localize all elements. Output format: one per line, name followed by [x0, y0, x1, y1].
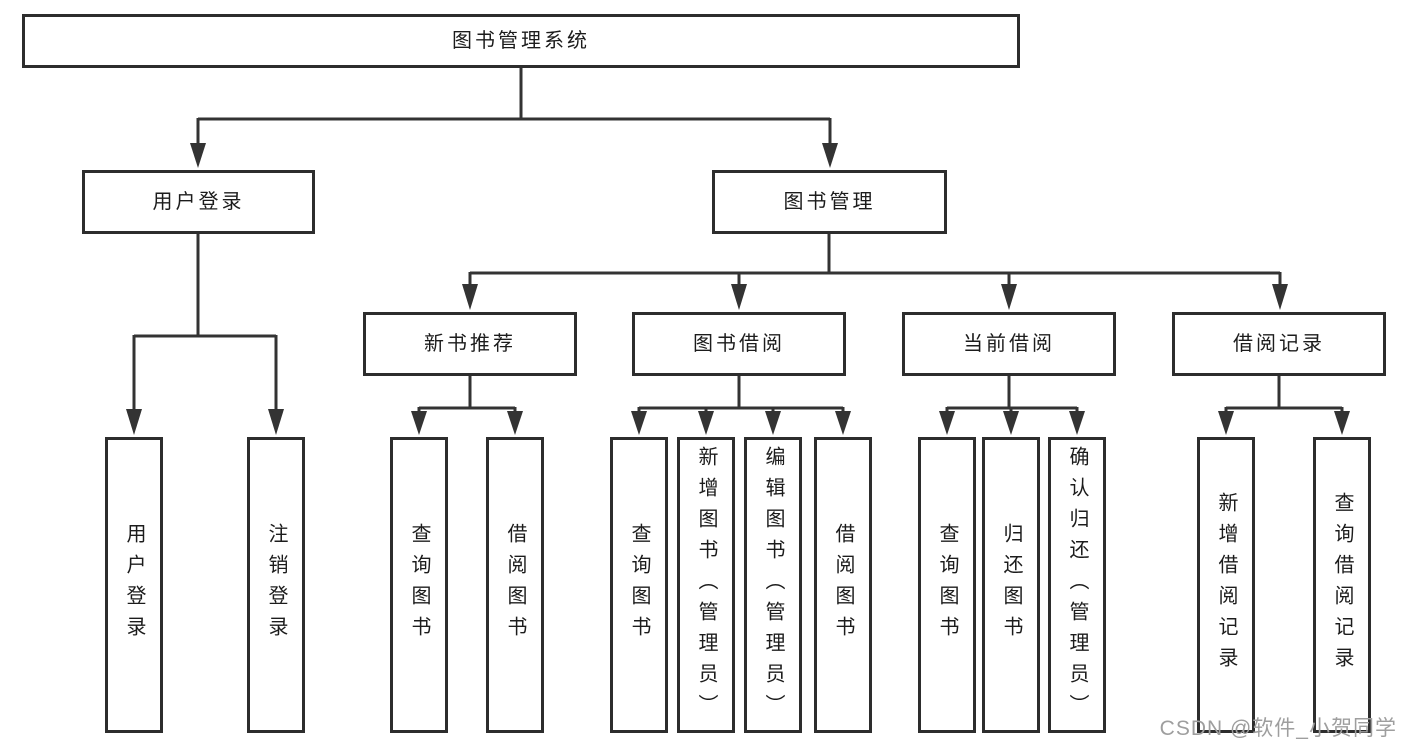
node-user-login: 用户登录: [105, 437, 163, 733]
node-user-login-module: 用户登录: [82, 170, 315, 234]
node-borrow-books: 借阅图书: [814, 437, 872, 733]
node-add-borrow-record: 新增借阅记录: [1197, 437, 1255, 733]
node-edit-books-admin: 编辑图书（管理员）: [744, 437, 802, 733]
node-return-books: 归还图书: [982, 437, 1040, 733]
csdn-watermark: CSDN @软件_小贺同学: [1159, 717, 1397, 740]
node-query-books-current: 查询图书: [918, 437, 976, 733]
node-book-management-module: 图书管理: [712, 170, 947, 234]
node-borrowing-records: 借阅记录: [1172, 312, 1386, 376]
node-book-borrowing: 图书借阅: [632, 312, 846, 376]
node-library-management-system: 图书管理系统: [22, 14, 1020, 68]
node-current-borrowing: 当前借阅: [902, 312, 1116, 376]
node-query-books-borrowing: 查询图书: [610, 437, 668, 733]
node-new-book-recommendation: 新书推荐: [363, 312, 577, 376]
node-borrow-books-recommend: 借阅图书: [486, 437, 544, 733]
node-query-borrow-record: 查询借阅记录: [1313, 437, 1371, 733]
node-logout: 注销登录: [247, 437, 305, 733]
node-query-books-recommend: 查询图书: [390, 437, 448, 733]
node-confirm-return-admin: 确认归还（管理员）: [1048, 437, 1106, 733]
node-add-books-admin: 新增图书（管理员）: [677, 437, 735, 733]
